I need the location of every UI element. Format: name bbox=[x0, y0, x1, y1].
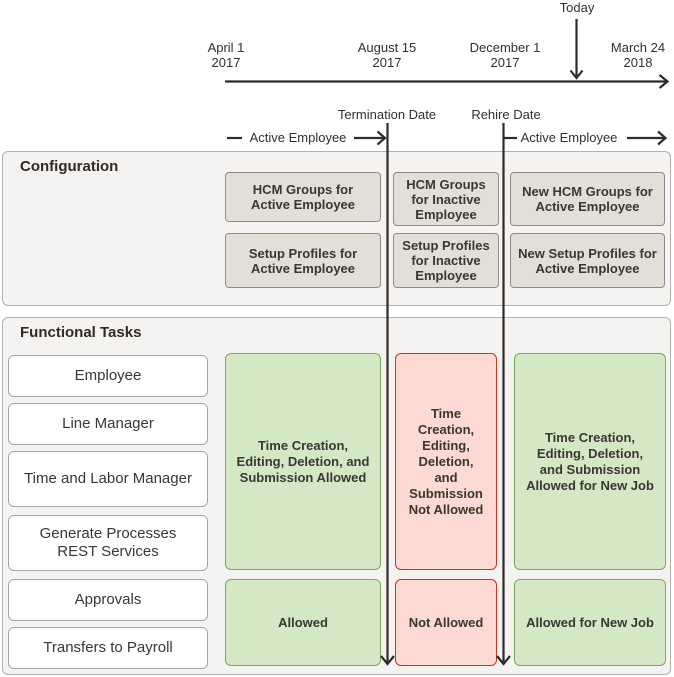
date-april-line1: April 1 bbox=[207, 40, 245, 55]
active-employee-left-label: Active Employee bbox=[249, 130, 347, 145]
status-time-not-allowed-inactive: Time Creation, Editing, Deletion, and Su… bbox=[395, 353, 497, 570]
date-label-april: April 1 2017 bbox=[181, 40, 271, 70]
role-box-time-labor-manager: Time and Labor Manager bbox=[8, 451, 208, 507]
config-box-hcm-groups-inactive: HCM Groups for Inactive Employee bbox=[393, 172, 499, 226]
status-approvals-allowed-before: Allowed bbox=[225, 579, 381, 666]
date-march-line2: 2018 bbox=[623, 55, 653, 70]
date-december-line1: December 1 bbox=[469, 40, 541, 55]
status-approvals-not-allowed-inactive: Not Allowed bbox=[395, 579, 497, 666]
date-august-line2: 2017 bbox=[372, 55, 402, 70]
status-approvals-allowed-new-job: Allowed for New Job bbox=[514, 579, 666, 666]
date-label-august: August 15 2017 bbox=[342, 40, 432, 70]
config-box-setup-profiles-inactive: Setup Profiles for Inactive Employee bbox=[393, 233, 499, 288]
timeline-axis-arrow-icon bbox=[225, 74, 670, 89]
config-box-hcm-groups-active: HCM Groups for Active Employee bbox=[225, 172, 381, 222]
role-box-approvals: Approvals bbox=[8, 579, 208, 621]
role-box-employee: Employee bbox=[8, 355, 208, 397]
configuration-title: Configuration bbox=[20, 158, 119, 175]
config-box-setup-profiles-active: Setup Profiles for Active Employee bbox=[225, 233, 381, 288]
config-box-new-setup-profiles: New Setup Profiles for Active Employee bbox=[510, 233, 665, 288]
config-box-new-hcm-groups: New HCM Groups for Active Employee bbox=[510, 172, 665, 226]
termination-date-label: Termination Date bbox=[337, 107, 437, 122]
date-label-december: December 1 2017 bbox=[458, 40, 552, 70]
status-time-allowed-new-job: Time Creation, Editing, Deletion, and Su… bbox=[514, 353, 666, 570]
role-box-rest-services: Generate Processes REST Services bbox=[8, 515, 208, 571]
active-employee-right-label: Active Employee bbox=[520, 130, 618, 145]
today-label: Today bbox=[559, 0, 595, 15]
role-box-transfers-payroll: Transfers to Payroll bbox=[8, 627, 208, 669]
rehire-date-label: Rehire Date bbox=[471, 107, 541, 122]
date-april-line2: 2017 bbox=[211, 55, 241, 70]
date-march-line1: March 24 bbox=[610, 40, 666, 55]
status-time-allowed-before: Time Creation, Editing, Deletion, and Su… bbox=[225, 353, 381, 570]
date-label-march: March 24 2018 bbox=[593, 40, 674, 70]
functional-tasks-title: Functional Tasks bbox=[20, 324, 142, 341]
role-box-line-manager: Line Manager bbox=[8, 403, 208, 445]
today-arrow-icon bbox=[569, 19, 584, 80]
date-december-line2: 2017 bbox=[490, 55, 520, 70]
date-august-line1: August 15 bbox=[357, 40, 417, 55]
